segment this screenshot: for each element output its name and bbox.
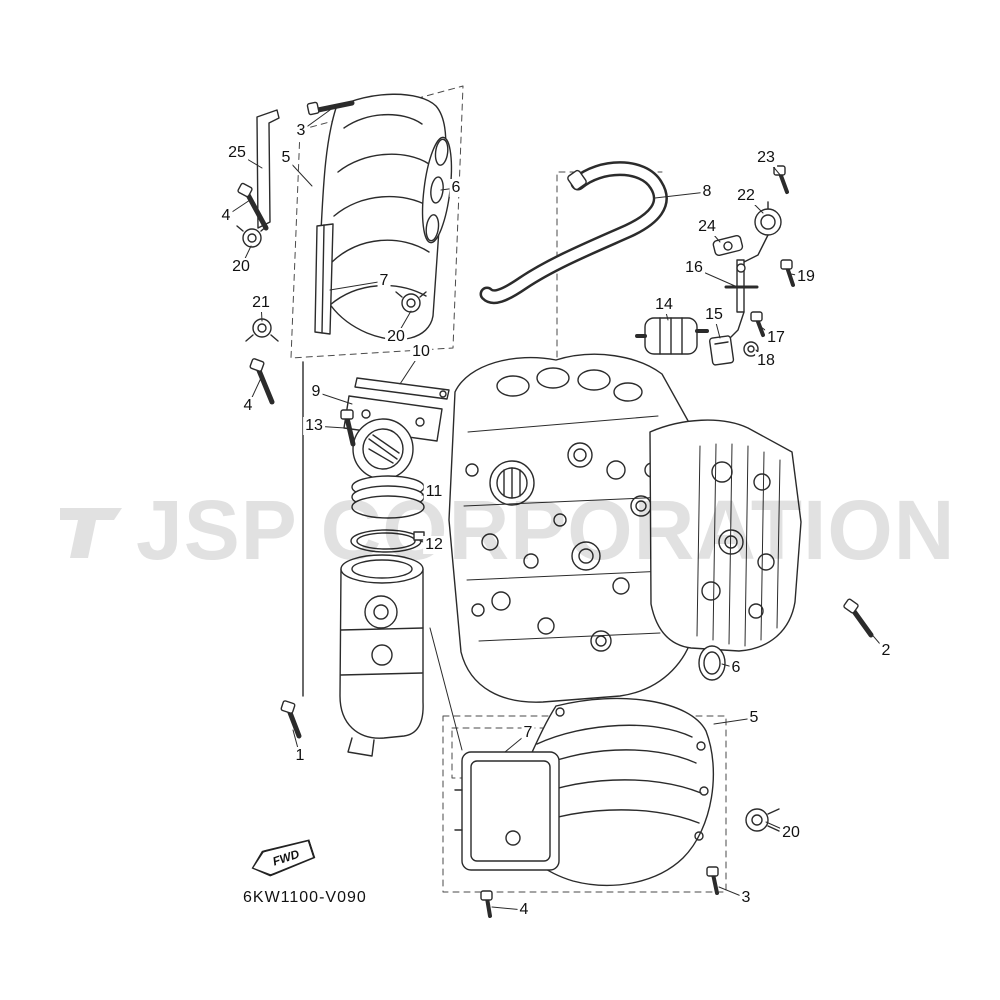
callout-11: 11 <box>423 483 445 501</box>
callout-3: 3 <box>294 122 308 140</box>
engine-block-center <box>449 354 702 702</box>
callout-8: 8 <box>700 183 714 201</box>
callout-10: 10 <box>410 343 432 361</box>
bolt <box>307 102 352 115</box>
callout-4: 4 <box>241 397 255 415</box>
callout-7: 7 <box>521 724 535 742</box>
lower-intake-junction <box>281 362 462 756</box>
bolt <box>281 700 299 736</box>
callout-14: 14 <box>653 296 675 314</box>
breather-hose <box>487 169 660 297</box>
callout-18: 18 <box>755 352 777 370</box>
hose-clamp <box>237 226 267 247</box>
callout-3: 3 <box>739 889 753 907</box>
callout-9: 9 <box>309 383 323 401</box>
callout-21: 21 <box>250 294 272 312</box>
callout-25: 25 <box>226 144 248 162</box>
upper-intake-manifold <box>237 94 456 402</box>
callout-13: 13 <box>303 417 325 435</box>
connector <box>712 235 743 256</box>
callout-16: 16 <box>683 259 705 277</box>
callout-6: 6 <box>449 179 463 197</box>
callout-15: 15 <box>703 306 725 324</box>
bolt <box>751 312 763 335</box>
bolt <box>250 358 272 402</box>
throttle-body-assembly <box>341 378 449 479</box>
callout-19: 19 <box>795 268 817 286</box>
callout-4: 4 <box>517 901 531 919</box>
fwd-arrow-label: FWD <box>270 846 301 869</box>
callout-12: 12 <box>423 536 445 554</box>
diagram-code: 6KW1100-V090 <box>243 889 367 906</box>
lower-intake-silencer <box>455 698 779 916</box>
callout-2: 2 <box>879 642 893 660</box>
callout-4: 4 <box>219 207 233 225</box>
engine-section-right <box>650 420 871 680</box>
callout-6: 6 <box>729 659 743 677</box>
callout-7: 7 <box>377 272 391 290</box>
bolt <box>707 867 718 893</box>
callout-20: 20 <box>780 824 802 842</box>
callout-1: 1 <box>293 747 307 765</box>
bolt <box>781 260 793 285</box>
callout-20: 20 <box>230 258 252 276</box>
callout-24: 24 <box>696 218 718 236</box>
callout-20: 20 <box>385 328 407 346</box>
silencer-cover-plate <box>462 752 559 870</box>
callout-22: 22 <box>735 187 757 205</box>
bolt <box>843 598 871 635</box>
callout-23: 23 <box>755 149 777 167</box>
bolt <box>237 183 266 228</box>
hose-clamp <box>246 319 278 341</box>
callout-5: 5 <box>747 709 761 727</box>
hose-clamp <box>746 809 779 831</box>
callout-17: 17 <box>765 329 787 347</box>
bolt <box>341 410 353 444</box>
callout-5: 5 <box>279 149 293 167</box>
bolt <box>481 891 492 916</box>
